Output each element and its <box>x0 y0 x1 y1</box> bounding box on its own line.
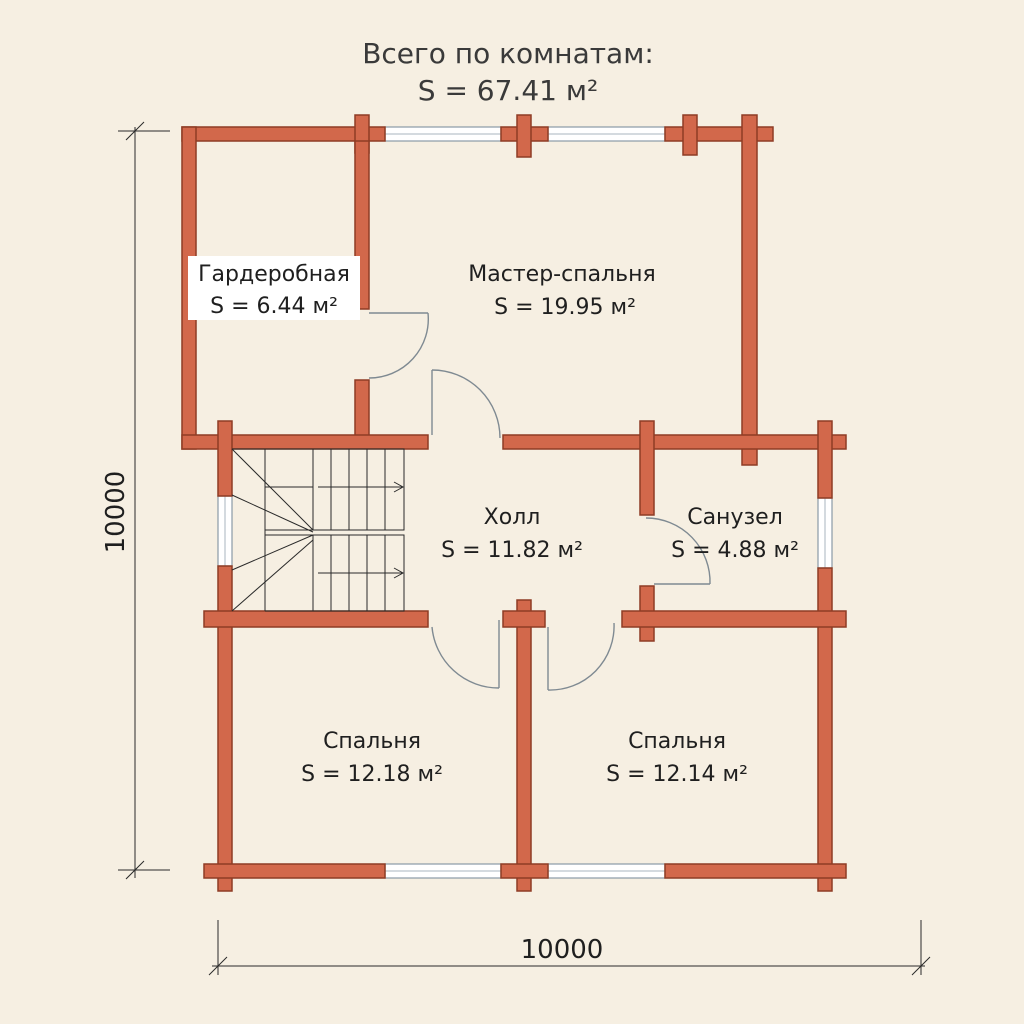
room-area-wardrobe: S = 6.44 м² <box>210 294 338 319</box>
door-wardrobe <box>368 312 430 379</box>
room-area-master: S = 19.95 м² <box>494 295 636 320</box>
window-top-2 <box>547 126 666 142</box>
dimension-horizontal <box>208 920 931 976</box>
dimension-height-label: 10000 <box>101 471 131 554</box>
room-name-bathroom: Санузел <box>687 505 783 530</box>
total-area-title: Всего по комнатам: <box>362 37 654 70</box>
window-bottom-1 <box>384 863 502 879</box>
room-name-hall: Холл <box>484 505 541 530</box>
room-area-bedroom-right: S = 12.14 м² <box>606 762 748 787</box>
dimension-width-label: 10000 <box>521 935 604 965</box>
door-bathroom <box>645 517 711 585</box>
dimension-vertical <box>118 121 170 880</box>
room-name-bedroom-right: Спальня <box>628 729 726 754</box>
room-name-master: Мастер-спальня <box>468 262 655 287</box>
room-area-bathroom: S = 4.88 м² <box>671 538 799 563</box>
room-name-wardrobe: Гардеробная <box>198 262 350 287</box>
walls <box>181 114 847 892</box>
window-left <box>217 495 233 567</box>
room-area-hall: S = 11.82 м² <box>441 538 583 563</box>
total-area-value: S = 67.41 м² <box>418 74 598 107</box>
room-area-bedroom-left: S = 12.18 м² <box>301 762 443 787</box>
room-name-bedroom-left: Спальня <box>323 729 421 754</box>
window-right <box>817 497 833 569</box>
door-master <box>431 369 501 439</box>
window-bottom-2 <box>547 863 666 879</box>
window-top-1 <box>384 126 502 142</box>
door-bedroom-right <box>547 622 615 691</box>
doors <box>368 312 711 691</box>
staircase <box>231 448 405 612</box>
door-bedroom-left <box>431 620 500 689</box>
wardrobe-label-bg <box>188 256 360 320</box>
